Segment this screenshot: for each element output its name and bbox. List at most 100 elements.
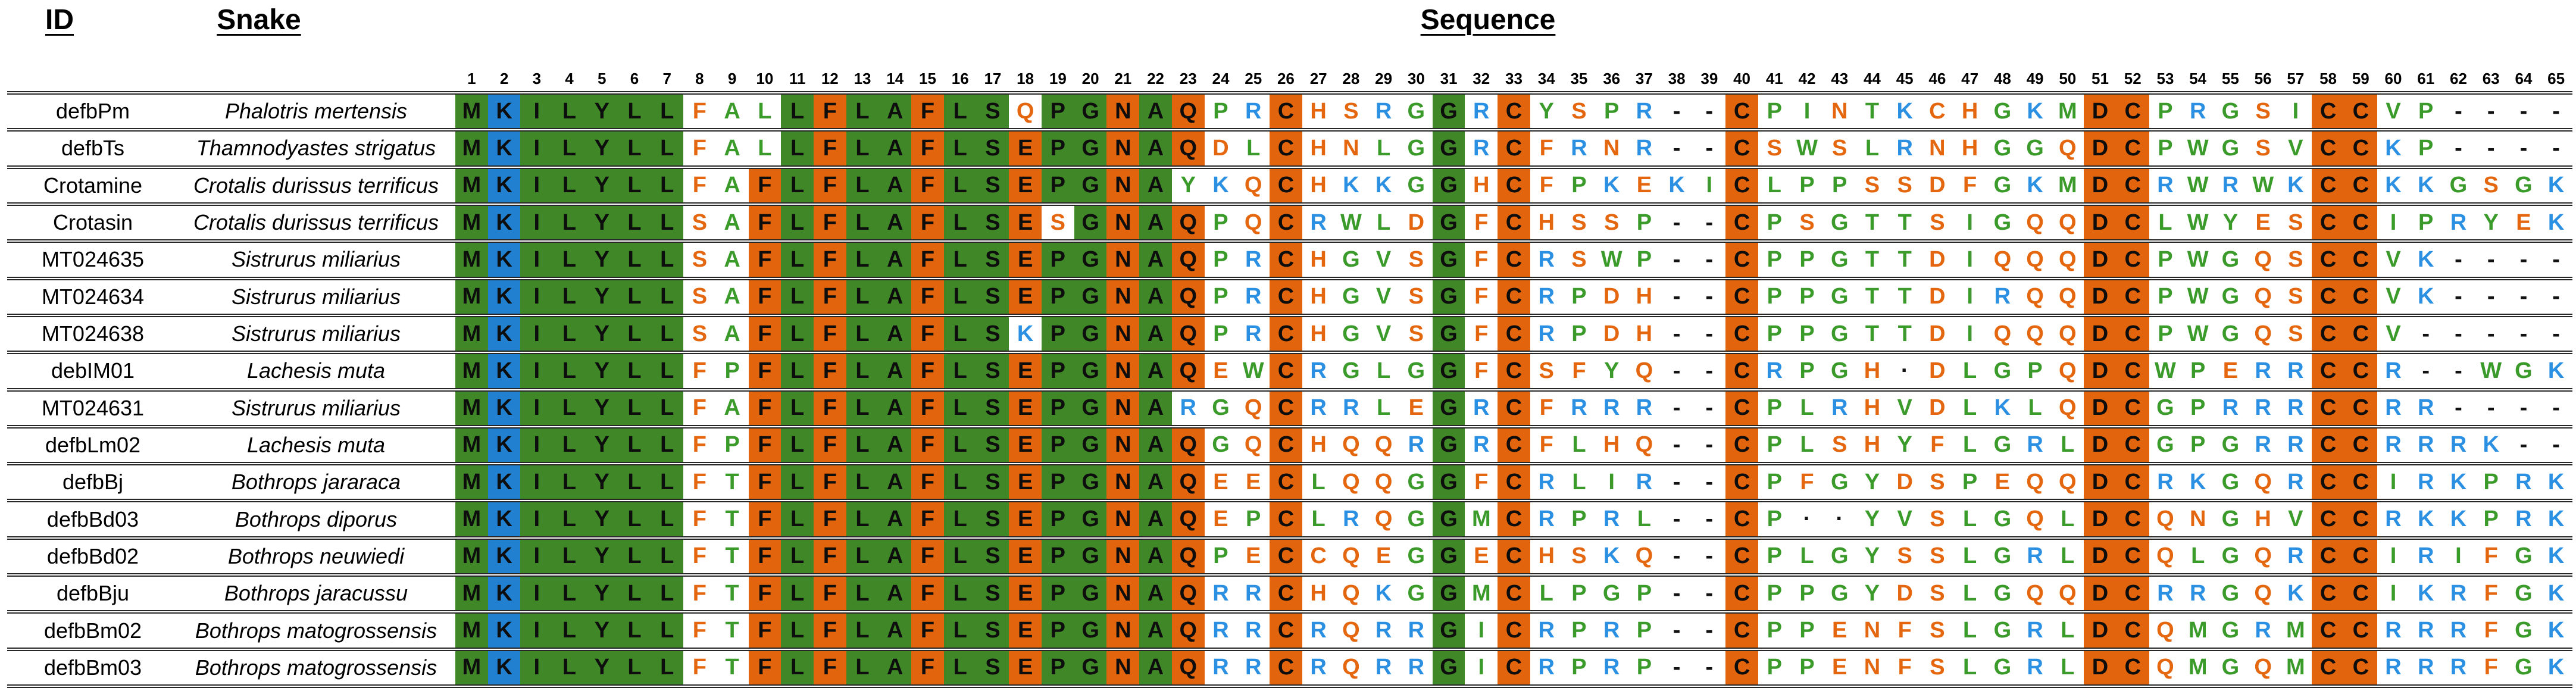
residue-cell: H [1530,205,1563,240]
residue-cell: - [2409,317,2443,351]
residue-cell: Q [2018,205,2052,240]
residue-cell: C [2344,205,2377,240]
residue-cell: C [2116,354,2149,388]
residue-cell: F [748,243,781,277]
residue-cell: F [911,428,944,462]
residue-cell: S [1530,354,1563,388]
residue-cell: F [748,614,781,648]
position-label: 41 [1765,70,1783,87]
residue-cell: L [943,168,977,202]
position-label: 1 [467,70,476,87]
residue-cell: L [846,280,879,314]
residue-cell: - [2507,317,2540,351]
residue-cell: R [1334,391,1368,425]
residue-cell: I [1953,280,1986,314]
residue-cell: F [1888,651,1921,684]
residue-cell: - [2474,317,2508,351]
residue-cell: Q [2149,502,2182,536]
residue-cell: Q [2018,577,2052,611]
residue-cell: C [2312,168,2344,202]
residue-cell: N [1106,168,1140,202]
residue-cell: K [2540,502,2572,536]
residue-cell: F [813,539,846,574]
residue-cell: M [2181,651,2215,684]
residue-cell: L [618,465,651,499]
residue-cell: C [2116,539,2149,574]
residue-cell: K [1986,391,2019,425]
residue-cell: F [911,614,944,648]
residue-cell: G [2507,577,2540,611]
residue-cell: G [1432,168,1465,202]
residue-cell: H [1856,354,1889,388]
residue-cell: M [455,243,488,277]
residue-cell: L [651,391,684,425]
residue-cell: L [553,168,586,202]
residue-cell: S [1334,95,1368,129]
species-cell: Bothrops neuwiedi [227,543,405,568]
residue-cell: F [748,391,781,425]
residue-cell: L [618,391,651,425]
residue-cell: E [2214,354,2247,388]
residue-cell: L [781,577,814,611]
residue-cell: P [715,354,749,388]
residue-cell: K [487,243,521,277]
residue-cell: A [879,243,912,277]
residue-cell: - [1660,502,1693,536]
residue-cell: E [1009,391,1042,425]
residue-cell: C [1270,280,1302,314]
residue-cell: Y [585,614,618,648]
residue-cell: - [2507,243,2540,277]
residue-cell: T [715,502,749,536]
residue-cell: K [2540,614,2572,648]
residue-cell: T [1856,317,1889,351]
residue-cell: R [1204,577,1237,611]
residue-cell: I [2279,95,2312,129]
residue-cell: L [943,428,977,462]
residue-cell: N [1106,243,1140,277]
residue-cell: S [1921,465,1954,499]
position-label: 49 [2026,70,2044,87]
residue-cell: K [487,391,521,425]
residue-cell: L [1367,354,1400,388]
residue-cell: T [715,577,749,611]
residue-cell: C [2344,465,2377,499]
residue-cell: D [2084,317,2117,351]
residue-cell: D [2084,243,2117,277]
residue-cell: Q [1171,205,1205,240]
residue-cell: S [1856,168,1889,202]
residue-cell: L [1628,502,1661,536]
residue-cell: I [1953,317,1986,351]
residue-cell: R [2279,539,2312,574]
residue-cell: - [1693,280,1726,314]
residue-cell: A [1139,132,1172,165]
residue-cell: H [1856,428,1889,462]
residue-cell: - [2540,428,2572,462]
residue-cell: H [1302,95,1335,129]
residue-cell: L [943,354,977,388]
residue-cell: C [1270,95,1302,129]
residue-cell: R [1171,391,1205,425]
residue-cell: A [715,280,749,314]
residue-cell: R [2149,168,2182,202]
residue-cell: N [1921,132,1954,165]
residue-cell: I [520,502,554,536]
residue-cell: V [1888,391,1921,425]
residue-cell: L [1953,539,1986,574]
position-label: 2 [499,70,509,87]
residue-cell: G [1074,317,1107,351]
residue-cell: Q [2051,280,2084,314]
residue-cell: S [1595,205,1628,240]
residue-cell: - [1660,243,1693,277]
residue-cell: W [2181,317,2215,351]
residue-cell: L [943,205,977,240]
residue-cell: R [2246,391,2280,425]
residue-cell: C [1725,577,1758,611]
residue-cell: · [1790,502,1824,536]
residue-cell: Q [1171,280,1205,314]
residue-cell: R [2214,391,2247,425]
residue-cell: P [1758,465,1791,499]
residue-cell: G [1204,428,1237,462]
residue-cell: S [976,317,1009,351]
position-label: 63 [2482,70,2500,87]
